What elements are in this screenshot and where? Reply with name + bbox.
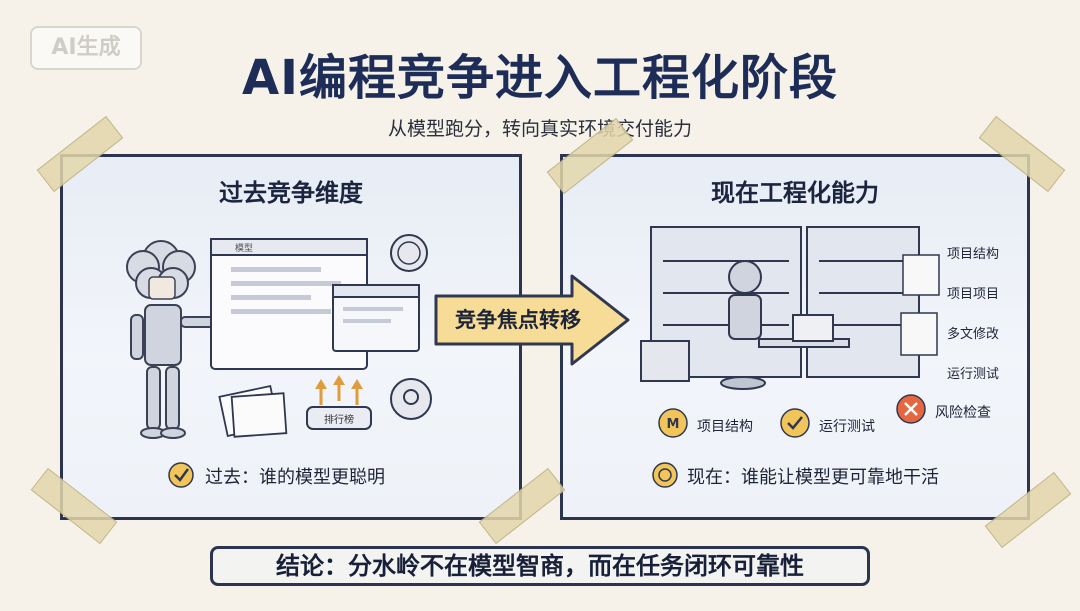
m-badge-icon: M — [658, 408, 688, 438]
side-label-multifile: 多文修改 — [947, 327, 1000, 342]
check-icon — [168, 462, 194, 488]
documents-icon — [218, 384, 288, 438]
robot-at-desk-icon — [720, 260, 850, 390]
robot-brain-head-icon — [126, 240, 196, 300]
toolbox-icon — [640, 340, 690, 382]
x-badge-icon — [896, 394, 926, 424]
present-capability-panel: 现在工程化能力 M — [560, 154, 1030, 520]
svg-text:M: M — [667, 417, 680, 432]
robot-body-icon — [130, 304, 222, 439]
side-label-run-tests: 运行测试 — [947, 367, 1000, 382]
leaderboard-arrows-icon — [306, 375, 372, 430]
arrow-icon — [434, 274, 630, 366]
target-badge-icon — [390, 378, 432, 420]
badge-label-run-tests: 运行测试 — [819, 419, 875, 435]
side-label-project: 项目项目 — [947, 287, 1000, 302]
medal-icon — [390, 234, 428, 272]
badge-label-structure: 项目结构 — [697, 419, 753, 435]
ai-generated-watermark: AI生成 — [30, 26, 142, 70]
badge-label-risk-check: 风险检查 — [935, 405, 991, 421]
arrow-label: 竞争焦点转移 — [455, 308, 581, 332]
present-caption: 现在：谁能让模型更可靠地干活 — [687, 467, 939, 488]
clipboard-icon — [900, 254, 940, 356]
browser-tab-label: 模型 — [235, 243, 253, 254]
page-title: AI编程竞争进入工程化阶段 — [241, 50, 838, 106]
medal-badge-icon — [652, 462, 678, 488]
conclusion-banner: 结论：分水岭不在模型智商，而在任务闭环可靠性 — [210, 546, 870, 586]
leaderboard-badge-text: 排行榜 — [324, 413, 354, 426]
present-panel-heading: 现在工程化能力 — [711, 179, 879, 207]
focus-shift-arrow: 竞争焦点转移 — [432, 270, 632, 370]
side-label-structure: 项目结构 — [947, 247, 1000, 262]
past-panel-heading: 过去竞争维度 — [219, 179, 363, 207]
past-panel-illustration: 模型 排行榜 — [126, 234, 432, 488]
present-panel-illustration: M — [640, 226, 940, 488]
page-subtitle: 从模型跑分，转向真实环境交付能力 — [387, 118, 692, 140]
check-badge-icon — [780, 408, 810, 438]
server-rack-icon — [650, 226, 920, 378]
past-caption: 过去：谁的模型更聪明 — [205, 467, 385, 488]
browser-window-icon — [210, 238, 420, 370]
